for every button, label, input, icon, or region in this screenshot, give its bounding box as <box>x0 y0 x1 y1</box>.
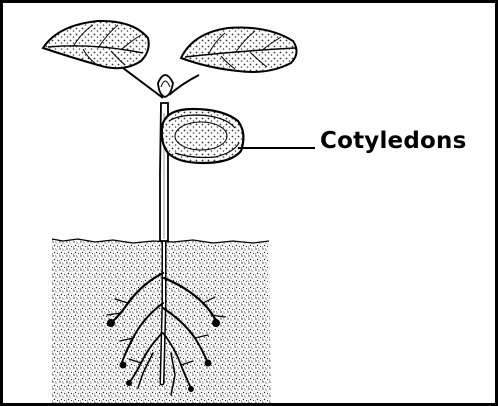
left-petiole <box>123 68 163 98</box>
bean-seedling-illustration <box>3 3 498 406</box>
cotyledons-label: Cotyledons <box>320 128 466 154</box>
cotyledons <box>162 109 244 163</box>
left-leaf <box>43 21 149 68</box>
right-leaf <box>181 28 297 72</box>
